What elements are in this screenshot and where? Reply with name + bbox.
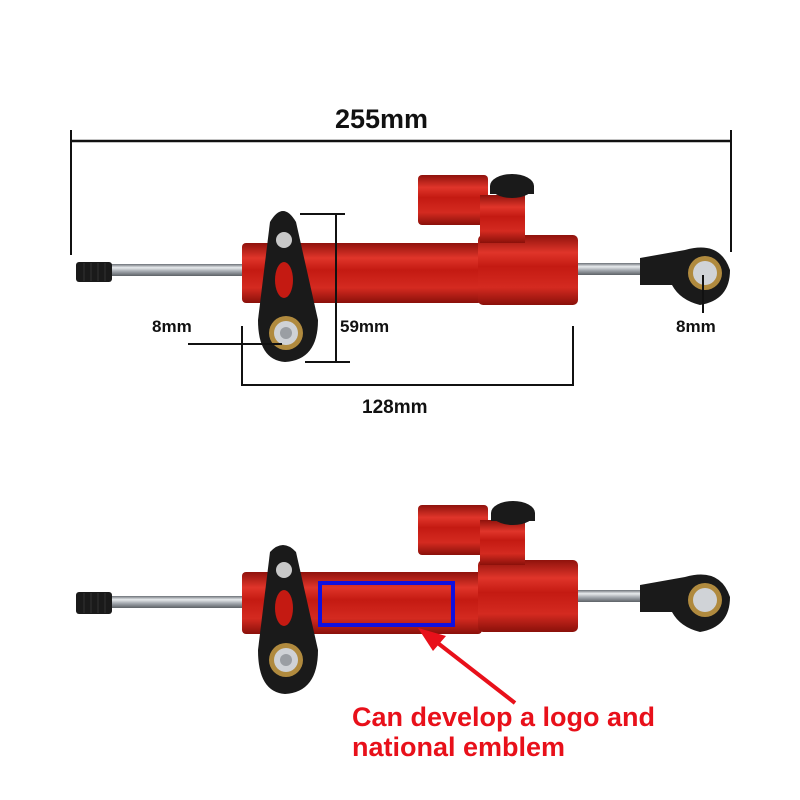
pointer-arrow [428, 635, 517, 705]
arrow-head-icon [418, 628, 446, 651]
caption-line-1: Can develop a logo and [352, 702, 656, 732]
damper-top [70, 130, 732, 386]
piston-rod-left [90, 264, 245, 276]
reservoir [418, 175, 488, 225]
caption-line-2: national emblem [352, 732, 566, 762]
damper-bottom [76, 501, 730, 705]
rubber-end-cap [76, 262, 112, 282]
overall-length-label: 255mm [335, 104, 429, 134]
right-eye-diameter-label: 8mm [676, 317, 716, 336]
body-length-label: 128mm [362, 397, 428, 418]
left-eye-diameter-label: 8mm [152, 317, 192, 336]
logo-customization-caption: Can develop a logo and national emblem [352, 702, 655, 762]
bracket-height-label: 59mm [340, 317, 390, 336]
logo-area-highlight-box [318, 581, 455, 627]
piston-rod-right [575, 263, 645, 275]
